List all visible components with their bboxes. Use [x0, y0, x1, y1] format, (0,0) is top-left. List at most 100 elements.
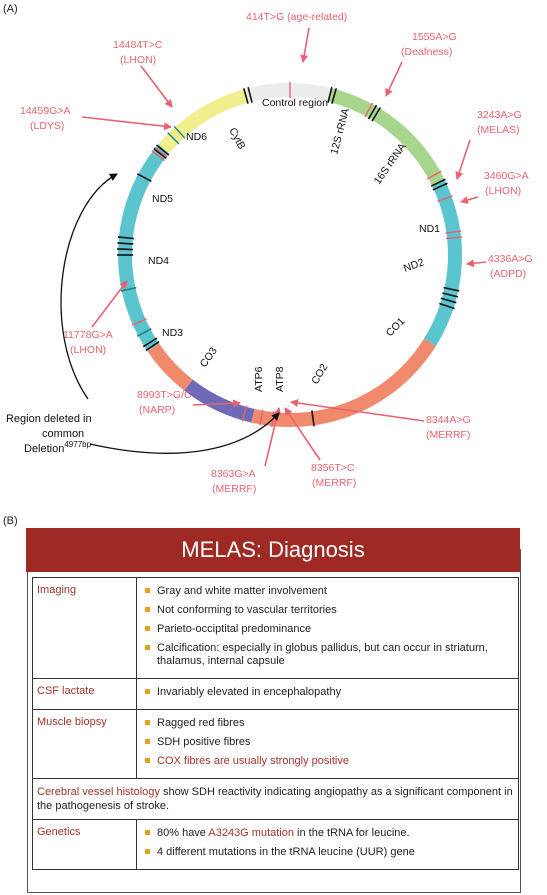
mutation-1555: 1555A>G	[412, 31, 457, 43]
mutation-11778-disease: (LHON)	[70, 344, 106, 356]
list-item: Calcification: especially in globus pall…	[145, 642, 512, 668]
mutation-14459: 14459G>A	[20, 105, 71, 117]
gene-label-12s-rrna: 12S rRNA	[328, 107, 352, 156]
gene-boundary-tick	[443, 286, 460, 292]
mutation-site-tick	[131, 318, 147, 327]
row-label-muscle: Muscle biopsy	[33, 710, 137, 778]
mtdna-map: Control region CytB ND6 ND5 ND4 ND3 CO3 …	[6, 11, 533, 495]
list-item: 4 different mutations in the tRNA leucin…	[145, 846, 512, 859]
table-row-genetics: Genetics 80% have A3243G mutation in the…	[33, 820, 518, 869]
gene-boundary-tick	[331, 88, 338, 104]
mutation-8993: 8993T>G/C	[137, 389, 192, 401]
gene-boundary-tick	[432, 182, 448, 191]
gene-label-atp8: ATP8	[274, 366, 286, 392]
gene-boundary-tick	[136, 328, 152, 337]
mutation-3243: 3243A>G	[477, 109, 522, 121]
diagnosis-title: MELAS: Diagnosis	[26, 528, 520, 572]
deletion-arrow-lower	[89, 412, 280, 454]
panel-a-label: (A)	[3, 3, 18, 15]
gene-boundary-tick	[117, 242, 134, 245]
diagnosis-table: Imaging Gray and white matter involvemen…	[32, 577, 519, 870]
gene-boundary-tick	[442, 292, 459, 298]
mutation-3460-disease: (LHON)	[485, 185, 521, 197]
gene-label-16s-rrna: 16S rRNA	[372, 141, 409, 187]
mutation-8363-disease: (MERRF)	[212, 483, 256, 495]
mutation-site-tick	[426, 170, 442, 180]
list-item: 80% have A3243G mutation in the tRNA for…	[145, 827, 512, 840]
gene-label-atp6: ATP6	[253, 366, 265, 392]
list-item: Not conforming to vascular territories	[145, 604, 512, 617]
gene-boundary-tick	[173, 125, 186, 139]
gene-label-co2: CO2	[309, 362, 330, 387]
gene-boundary-tick	[156, 144, 170, 156]
row-label-imaging: Imaging	[33, 578, 137, 678]
row-items-csf: Invariably elevated in encephalopathy	[137, 679, 518, 709]
deletion-label-line2: common	[42, 428, 84, 440]
deletion-arrow-upper	[60, 173, 118, 400]
mutation-11778: 11778G>A	[63, 329, 113, 341]
gene-label-nd3: ND3	[162, 327, 183, 339]
list-item: Parieto-occiptital predominance	[145, 623, 512, 636]
deletion-label-line1: Region deleted in	[6, 413, 92, 425]
segment-nd3-nd4	[118, 219, 160, 352]
gene-label-nd1: ND1	[419, 223, 440, 235]
gene-boundary-tick	[136, 173, 152, 182]
mutation-14459-disease: (LDYS)	[30, 120, 64, 132]
segment-atp8	[251, 408, 314, 427]
mutation-1555-disease: (Deafness)	[401, 46, 452, 58]
mutation-3460: 3460G>A	[484, 170, 529, 182]
table-row-imaging: Imaging Gray and white matter involvemen…	[33, 578, 518, 679]
gene-boundary-tick	[371, 107, 382, 122]
mutation-8356-disease: (MERRF)	[312, 477, 356, 489]
gene-boundary-tick	[153, 147, 167, 159]
mutation-site-tick	[364, 102, 374, 118]
mutation-site-tick	[445, 230, 462, 234]
gene-boundary-tick	[440, 297, 457, 304]
list-item: Ragged red fibres	[145, 717, 512, 730]
gene-boundary-tick	[242, 88, 249, 104]
vessel-text: Cerebral vessel histology show SDH react…	[37, 786, 513, 812]
gene-label-cytb: CytB	[226, 126, 247, 152]
list-item: Gray and white matter involvement	[145, 585, 512, 598]
gene-label-nd2: ND2	[402, 256, 426, 275]
mutation-14484-disease: (LHON)	[120, 54, 156, 66]
mutation-site-tick	[437, 195, 453, 202]
list-item: COX fibres are usually strongly positive	[145, 755, 512, 768]
list-item: Invariably elevated in encephalopathy	[145, 686, 512, 699]
mutation-3243-disease: (MELAS)	[477, 124, 520, 136]
gene-boundary-tick	[247, 86, 253, 103]
gene-boundary-tick	[430, 178, 446, 187]
gene-boundary-tick	[439, 302, 455, 310]
row-label-csf: CSF lactate	[33, 679, 137, 709]
gene-label-co1: CO1	[384, 315, 408, 339]
gene-label-co3: CO3	[198, 345, 220, 370]
segment-control-region	[245, 83, 332, 103]
mutation-site-tick	[259, 409, 264, 426]
mutation-414: 414T>G (age-related)	[246, 11, 347, 23]
mutation-site-tick	[154, 146, 168, 158]
row-items-muscle: Ragged red fibres SDH positive fibres CO…	[137, 710, 518, 778]
row-label-genetics: Genetics	[33, 820, 137, 869]
segment-co1-co2	[311, 338, 436, 426]
segment-cytb	[154, 88, 250, 158]
gene-boundary-tick	[167, 132, 180, 145]
list-item: SDH positive fibres	[145, 736, 512, 749]
gene-boundary-tick	[117, 236, 134, 240]
gene-label-control-region: Control region	[262, 97, 328, 109]
genome-ring	[118, 83, 462, 427]
table-row-csf: CSF lactate Invariably elevated in encep…	[33, 679, 518, 710]
mutation-site-tick	[151, 150, 166, 162]
gene-label-nd4: ND4	[148, 255, 169, 267]
mutation-site-tick	[446, 236, 463, 240]
mutation-4336: 4336A>G	[488, 253, 533, 265]
gene-boundary-tick	[327, 86, 333, 103]
mutation-site-tick	[241, 405, 248, 422]
gene-boundary-tick	[120, 286, 137, 292]
gene-boundary-tick	[142, 337, 158, 348]
mutation-arrows	[81, 27, 487, 467]
mutation-14484: 14484T>C	[113, 39, 163, 51]
mutation-8344-disease: (MERRF)	[426, 429, 470, 441]
mutation-8344: 8344A>G	[426, 414, 471, 426]
gene-boundary-tick	[367, 104, 378, 120]
panel-b-label: (B)	[3, 515, 18, 527]
